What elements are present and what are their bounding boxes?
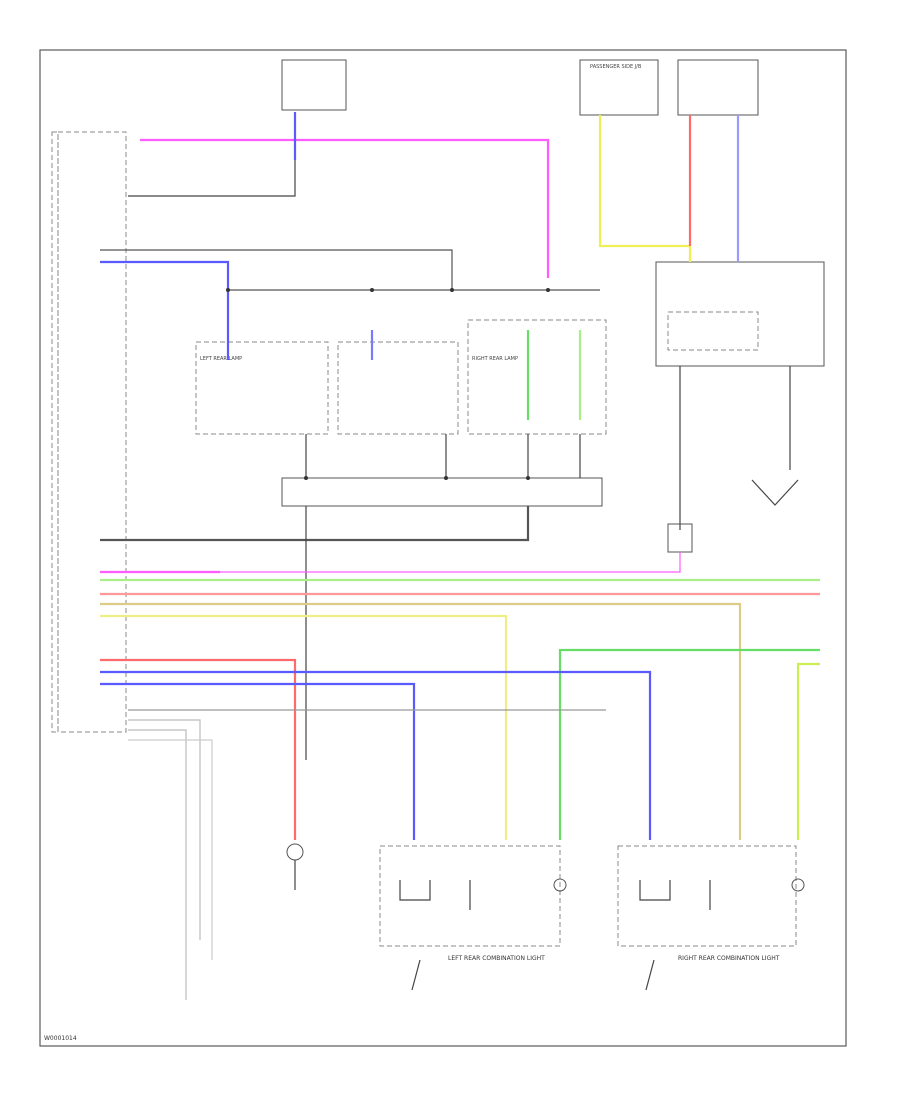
ground-symbol-right [751,479,799,506]
lamp-bulb-left-rear [553,878,567,892]
junction-dot [444,476,448,480]
label-right-rear-combination: RIGHT REAR COMBINATION LIGHT [678,955,780,962]
label-left-rear-combination: LEFT REAR COMBINATION LIGHT [448,955,545,962]
wire-dark-ground [100,506,530,542]
wire-tan-right [100,602,742,840]
wire-green-bottom [558,648,820,840]
center-lamp-block [337,341,459,435]
switch-right-1 [639,880,671,901]
left-control-module [57,131,127,733]
lamp-bulb-center [286,843,304,861]
wire-pink-bundle-ext [220,552,681,573]
right-lamp-block [467,319,607,435]
label-right-rear-lamp: RIGHT REAR LAMP [472,356,518,362]
junction-connector [281,477,603,507]
wire-dark-top-loop [100,249,453,290]
left-rear-lamp-block [195,341,329,435]
right-upper-module-inner [667,311,759,351]
wire-dark-fuse [128,160,296,197]
junction-dot [304,476,308,480]
wire-yellowgreen-bottom [796,662,820,840]
wire-yellow-top [598,115,692,262]
wire-pink-top [140,138,550,278]
top-right-fuse-box [677,59,759,116]
wire-gray-2 [128,719,201,940]
switch-left-1 [399,880,431,901]
wire-yellow-left [100,614,508,840]
wire-gray-4 [128,739,213,960]
diagram-frame [39,49,847,1047]
ground-switch-left [411,959,421,991]
top-center-fuse-box [579,59,659,116]
junction-dot [526,476,530,480]
junction-dot [450,288,454,292]
label-left-rear-lamp: LEFT REAR LAMP [200,356,242,362]
lamp-bulb-right-rear [791,878,805,892]
wire-gray-3 [128,729,187,1000]
left-control-module-edge [51,131,59,733]
junction-dot [226,288,230,292]
right-upper-module [655,261,825,367]
top-left-fuse-box [281,59,347,111]
wire-blue-lower-left [100,682,416,840]
footer-code: W0001014 [44,1035,77,1042]
right-rear-combination-block [617,845,797,947]
junction-dot [546,288,550,292]
label-passenger-side-jb: PASSENGER SIDE J/B [590,64,642,70]
ground-switch-right [645,959,655,991]
wire-blue-lower-right [100,670,652,840]
wire-red-lower [100,658,297,840]
left-rear-combination-block [379,845,561,947]
junction-dot [370,288,374,292]
wire-blue-left-lamp [100,260,230,360]
